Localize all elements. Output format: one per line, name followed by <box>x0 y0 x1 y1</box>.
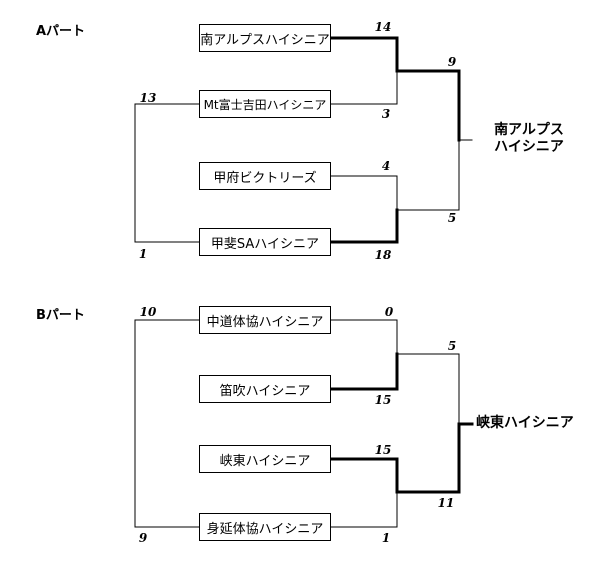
team-a1: 南アルプスハイシニア <box>199 24 331 52</box>
score-a-m1-top: 14 <box>374 20 392 34</box>
team-a2: Mt富士吉田ハイシニア <box>199 90 331 118</box>
score-b-final-top: 5 <box>447 339 457 353</box>
score-a-outer-bottom: 1 <box>138 247 148 261</box>
part-b-winner: 峡東ハイシニア <box>476 415 574 431</box>
score-b-m1-bottom: 15 <box>374 393 392 407</box>
b-m1-loser-line <box>330 319 398 355</box>
a-final-winner-line <box>395 69 461 142</box>
a-outer-bracket <box>134 103 200 243</box>
score-b-final-bottom: 11 <box>437 496 455 510</box>
team-a4: 甲斐SAハイシニア <box>199 228 331 256</box>
score-a-final-bottom: 5 <box>447 211 457 225</box>
a-m1-winner-line <box>329 36 399 73</box>
part-a-label: Aパート <box>36 24 86 39</box>
team-b2: 笛吹ハイシニア <box>199 375 331 403</box>
part-b-label: Bパート <box>36 308 85 323</box>
b-final-loser-line <box>396 353 460 425</box>
score-b-outer-bottom: 9 <box>138 531 148 545</box>
a-m2-winner-line <box>329 208 399 244</box>
team-b3: 峡東ハイシニア <box>199 445 331 473</box>
score-b-m2-bottom: 1 <box>381 531 391 545</box>
score-a-m2-bottom: 18 <box>374 248 392 262</box>
part-a-winner-line2: ハイシニア <box>494 139 564 155</box>
a-m1-loser-line <box>330 70 398 105</box>
score-b-m2-top: 15 <box>374 443 392 457</box>
part-a-winner-line1: 南アルプス <box>494 122 564 138</box>
score-b-outer-top: 10 <box>139 305 157 319</box>
b-m2-loser-line <box>330 491 398 528</box>
a-m2-loser-line <box>330 175 398 211</box>
score-a-outer-top: 13 <box>139 91 157 105</box>
b-final-winner-line <box>395 422 461 494</box>
team-a3: 甲府ビクトリーズ <box>199 162 331 190</box>
score-a-m1-bottom: 3 <box>381 107 391 121</box>
score-b-m1-top: 0 <box>384 305 394 319</box>
b-outer-bracket <box>134 319 200 528</box>
b-m1-winner-line <box>329 352 399 391</box>
part-a-winner: 南アルプス ハイシニア <box>476 122 582 156</box>
team-b4: 身延体協ハイシニア <box>199 513 331 541</box>
a-final-loser-line <box>396 139 460 211</box>
score-a-final-top: 9 <box>447 55 457 69</box>
team-b1: 中道体協ハイシニア <box>199 306 331 334</box>
score-a-m2-top: 4 <box>381 159 391 173</box>
b-m2-winner-line <box>329 457 399 494</box>
